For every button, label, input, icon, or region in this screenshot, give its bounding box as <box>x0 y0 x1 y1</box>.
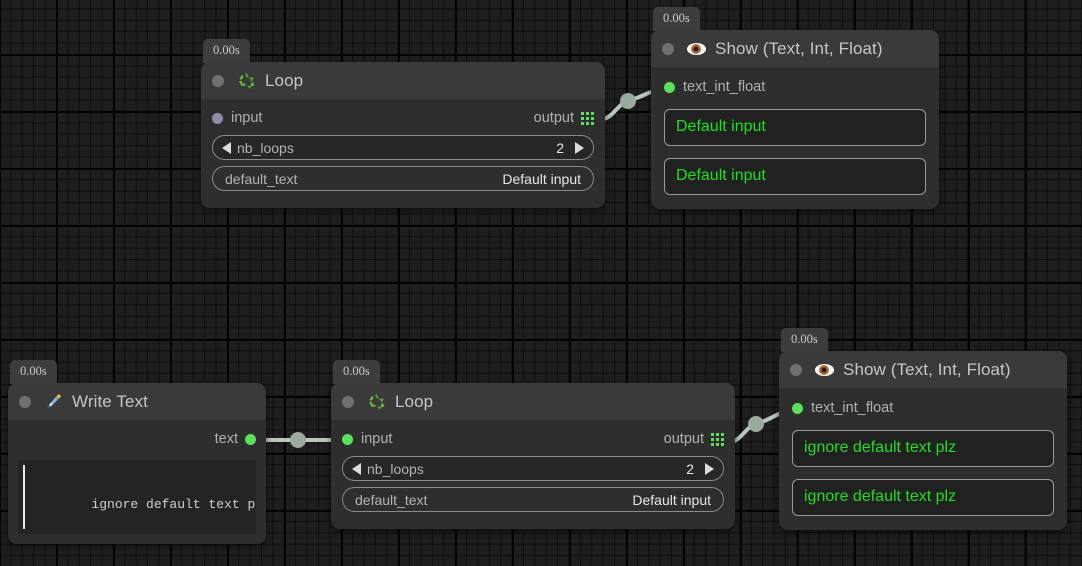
node-header[interactable]: Loop <box>331 383 735 420</box>
node-body: input output nb_loops 2 default_text Def… <box>201 99 605 208</box>
display-value-box: Default input <box>664 109 926 146</box>
node-timing-badge: 0.00s <box>10 360 57 384</box>
node-title: Write Text <box>72 391 148 411</box>
text-input-value: ignore default text plz <box>91 497 256 512</box>
wire-midpoint-handle[interactable] <box>290 432 306 448</box>
node-status-dot[interactable] <box>342 395 354 408</box>
node-timing-badge: 0.00s <box>333 360 380 384</box>
port-row: text_int_float <box>792 398 1054 418</box>
node-body: text_int_float ignore default text plz i… <box>779 388 1067 530</box>
node-body: text_int_float Default input Default inp… <box>651 67 939 209</box>
param-default-text-field[interactable]: default_text Default input <box>212 166 594 191</box>
node-title: Show (Text, Int, Float) <box>715 38 883 58</box>
param-nb-loops-stepper[interactable]: nb_loops 2 <box>212 135 594 160</box>
output-port-label: output <box>533 110 574 126</box>
node-status-dot[interactable] <box>790 363 802 376</box>
eye-icon <box>814 360 834 380</box>
text-input-area[interactable]: ignore default text plz <box>18 460 256 534</box>
node-show-top[interactable]: Show (Text, Int, Float) text_int_float D… <box>651 30 939 209</box>
port-row: input output <box>212 108 594 128</box>
node-header[interactable]: Loop <box>201 62 605 99</box>
port-row: text <box>18 429 256 449</box>
node-title: Loop <box>265 70 304 90</box>
node-title: Loop <box>395 391 434 411</box>
param-value: Default input <box>632 491 711 508</box>
input-port-dot[interactable] <box>212 112 223 124</box>
input-port-label: text_int_float <box>811 400 894 416</box>
node-timing-badge: 0.00s <box>653 7 700 31</box>
input-port-label: text_int_float <box>683 79 766 95</box>
stepper-decrement-icon[interactable] <box>352 462 361 475</box>
input-port-dot[interactable] <box>342 433 353 445</box>
port-row: text_int_float <box>664 77 926 97</box>
param-name: default_text <box>355 491 428 508</box>
param-value: 2 <box>556 139 564 156</box>
output-port-label: text <box>214 431 238 447</box>
node-body: text ignore default text plz <box>8 420 266 544</box>
param-default-text-field[interactable]: default_text Default input <box>342 487 724 512</box>
input-port-label: input <box>231 110 263 126</box>
wire-midpoint-handle[interactable] <box>620 93 636 109</box>
wire-midpoint-handle[interactable] <box>748 416 764 432</box>
node-header[interactable]: Show (Text, Int, Float) <box>651 30 939 67</box>
param-name: default_text <box>225 170 298 187</box>
display-value-box: Default input <box>664 158 926 195</box>
node-loop-bottom[interactable]: Loop input output nb_loops 2 default_tex… <box>331 383 735 529</box>
input-port-dot[interactable] <box>792 402 803 414</box>
node-header[interactable]: Write Text <box>8 383 266 420</box>
param-value: Default input <box>502 170 581 187</box>
node-timing-badge: 0.00s <box>203 39 250 63</box>
fountain-pen-icon <box>43 392 63 412</box>
node-status-dot[interactable] <box>19 395 31 408</box>
node-write-text[interactable]: Write Text text ignore default text plz <box>8 383 266 544</box>
output-port-dot[interactable] <box>245 433 256 445</box>
node-status-dot[interactable] <box>662 42 674 55</box>
node-status-dot[interactable] <box>212 74 224 87</box>
text-caret <box>23 465 25 529</box>
param-name: nb_loops <box>367 460 424 477</box>
grid-3x3-icon[interactable] <box>581 111 594 125</box>
display-value-box: ignore default text plz <box>792 430 1054 467</box>
node-header[interactable]: Show (Text, Int, Float) <box>779 351 1067 388</box>
stepper-decrement-icon[interactable] <box>222 141 231 154</box>
node-body: input output nb_loops 2 default_text Def… <box>331 420 735 529</box>
recycle-icon <box>236 71 256 91</box>
eye-icon <box>686 39 706 59</box>
input-port-dot[interactable] <box>664 81 675 93</box>
display-value-box: ignore default text plz <box>792 479 1054 516</box>
input-port-label: input <box>361 431 393 447</box>
node-loop-top[interactable]: Loop input output nb_loops 2 default_tex… <box>201 62 605 208</box>
port-row: input output <box>342 429 724 449</box>
param-nb-loops-stepper[interactable]: nb_loops 2 <box>342 456 724 481</box>
param-value: 2 <box>686 460 694 477</box>
grid-3x3-icon[interactable] <box>711 432 724 446</box>
node-title: Show (Text, Int, Float) <box>843 359 1011 379</box>
stepper-increment-icon[interactable] <box>705 462 714 475</box>
param-name: nb_loops <box>237 139 294 156</box>
stepper-increment-icon[interactable] <box>575 141 584 154</box>
node-timing-badge: 0.00s <box>781 328 828 352</box>
recycle-icon <box>366 392 386 412</box>
output-port-label: output <box>663 431 704 447</box>
node-show-bottom[interactable]: Show (Text, Int, Float) text_int_float i… <box>779 351 1067 530</box>
